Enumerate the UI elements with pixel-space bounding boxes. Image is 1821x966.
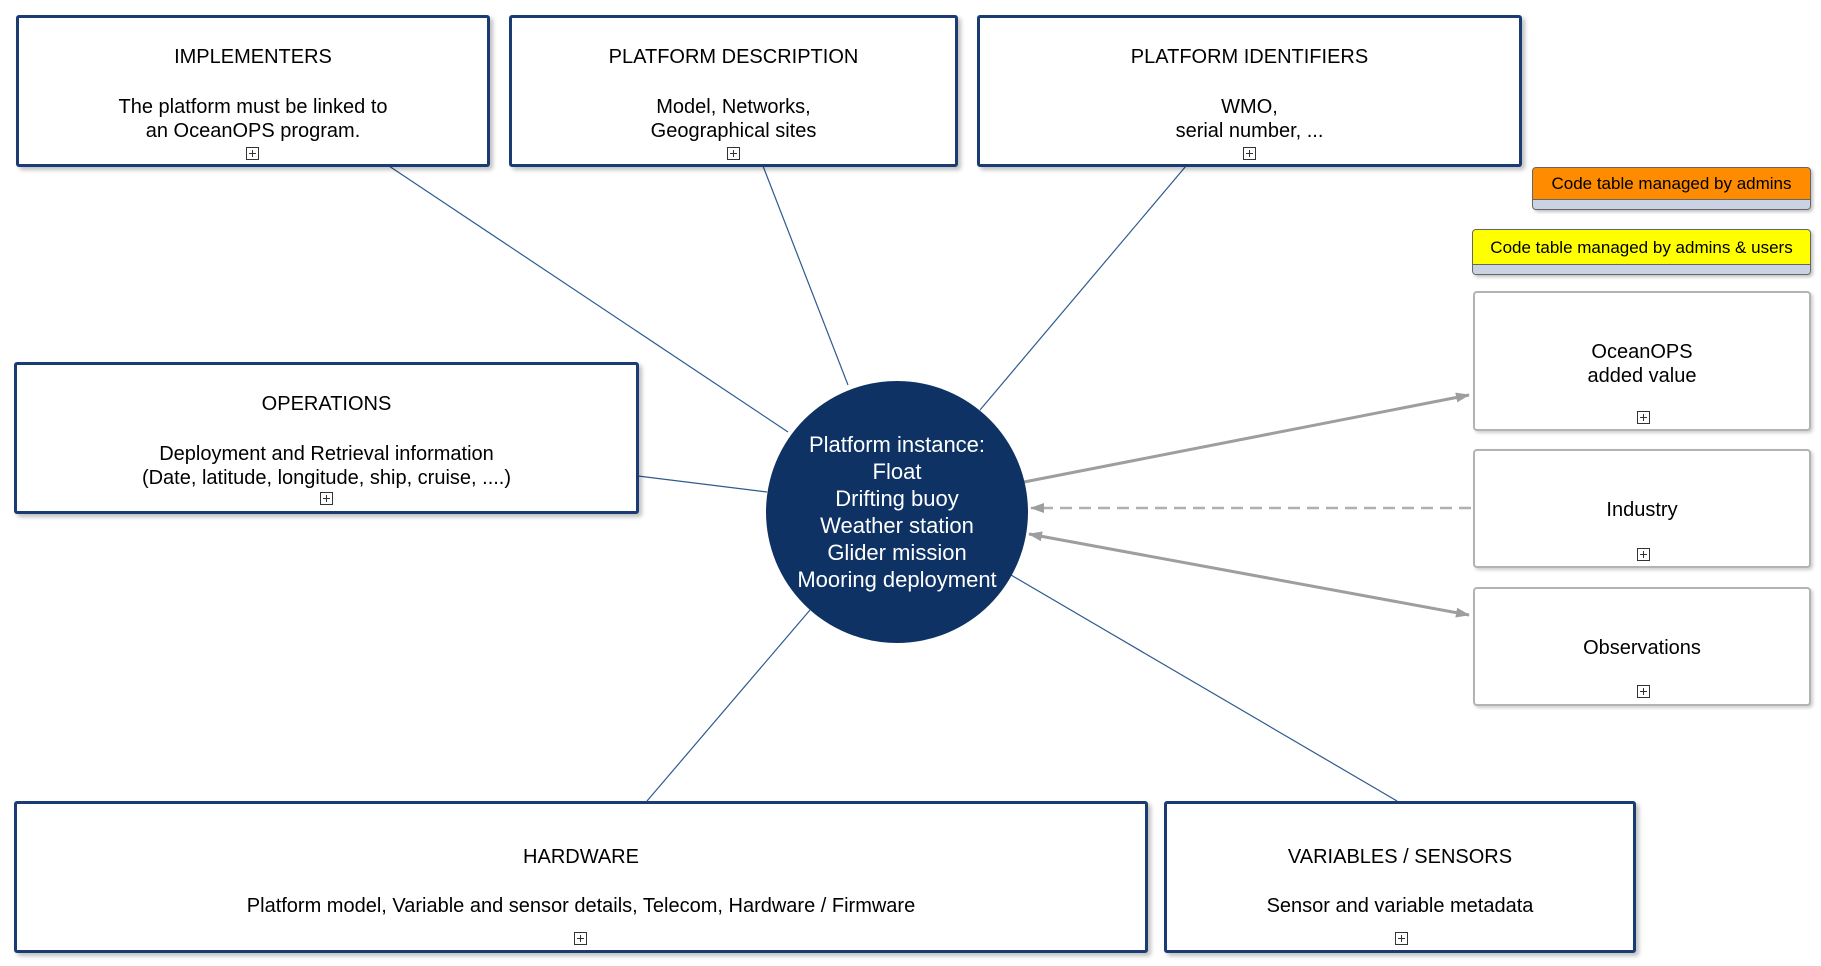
connector-operations [637,475,768,493]
platform-type-drifting-buoy: Drifting buoy [835,486,959,511]
legend-admins: Code table managed by admins [1532,167,1811,210]
oceanops-box[interactable]: OceanOPS added value [1473,291,1811,431]
platform-description-box[interactable]: PLATFORM DESCRIPTION Model, Networks, Ge… [509,15,958,167]
legend-admins-users-bar [1473,264,1810,274]
implementers-box[interactable]: IMPLEMENTERS The platform must be linked… [16,15,490,167]
observations-box[interactable]: Observations [1473,587,1811,706]
platform-instance-node[interactable]: Platform instance: Float Drifting buoy W… [766,381,1028,643]
legend-admins-label: Code table managed by admins [1551,174,1792,193]
platform-identifiers-title: PLATFORM IDENTIFIERS [1130,46,1369,68]
variables-sensors-expand-icon[interactable] [1395,932,1408,945]
variables-sensors-description: Sensor and variable metadata [1266,895,1534,917]
arrow-observations [1028,531,1470,618]
connector-platform-identifiers [979,165,1187,411]
platform-type-weather-station: Weather station [820,513,974,538]
implementers-description: The platform must be linked to an OceanO… [118,96,388,142]
platform-identifiers-expand-icon[interactable] [1243,147,1256,160]
operations-box[interactable]: OPERATIONS Deployment and Retrieval info… [14,362,639,514]
legend-admins-bar [1533,199,1810,209]
oceanops-label: OceanOPS added value [1587,341,1697,387]
legend-admins-users-label: Code table managed by admins & users [1490,238,1793,257]
legend-admins-users: Code table managed by admins & users [1472,229,1811,275]
operations-title: OPERATIONS [261,393,392,415]
implementers-expand-icon[interactable] [246,147,259,160]
platform-identifiers-box[interactable]: PLATFORM IDENTIFIERS WMO, serial number,… [977,15,1522,167]
variables-sensors-title: VARIABLES / SENSORS [1287,846,1513,868]
observations-label: Observations [1583,637,1701,659]
connector-platform-description [762,165,849,386]
platform-type-glider-mission: Glider mission [827,540,967,565]
platform-type-float: Float [872,459,922,484]
operations-description: Deployment and Retrieval information (Da… [141,443,512,489]
platform-description-title: PLATFORM DESCRIPTION [608,46,859,68]
operations-expand-icon[interactable] [320,492,333,505]
arrow-to-oceanops [1023,392,1470,484]
platform-description-expand-icon[interactable] [727,147,740,160]
platform-identifiers-description: WMO, serial number, ... [1175,96,1324,142]
hardware-box[interactable]: HARDWARE Platform model, Variable and se… [14,801,1148,953]
hardware-description: Platform model, Variable and sensor deta… [246,895,916,917]
platform-instance-heading: Platform instance: [808,432,986,457]
connector-variables-sensors [1010,574,1398,802]
industry-expand-icon[interactable] [1637,548,1650,561]
industry-box[interactable]: Industry [1473,449,1811,568]
implementers-title: IMPLEMENTERS [174,46,332,68]
platform-description-description: Model, Networks, Geographical sites [650,96,817,142]
oceanops-expand-icon[interactable] [1637,411,1650,424]
industry-label: Industry [1606,499,1678,521]
connector-implementers [388,165,789,433]
hardware-expand-icon[interactable] [574,932,587,945]
observations-expand-icon[interactable] [1637,685,1650,698]
hardware-title: HARDWARE [523,846,639,868]
connector-hardware [646,609,811,802]
platform-type-mooring-deployment: Mooring deployment [797,567,997,592]
variables-sensors-box[interactable]: VARIABLES / SENSORS Sensor and variable … [1164,801,1636,953]
